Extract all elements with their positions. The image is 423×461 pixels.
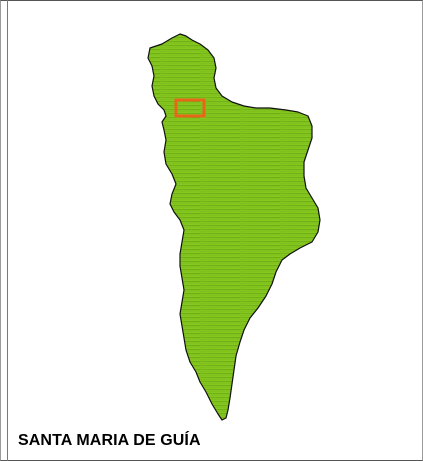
municipality-name: SANTA MARIA DE GUÍA xyxy=(18,432,201,449)
location-rectangle-icon xyxy=(174,98,206,118)
municipality-shape xyxy=(147,33,321,421)
left-divider xyxy=(7,0,8,461)
